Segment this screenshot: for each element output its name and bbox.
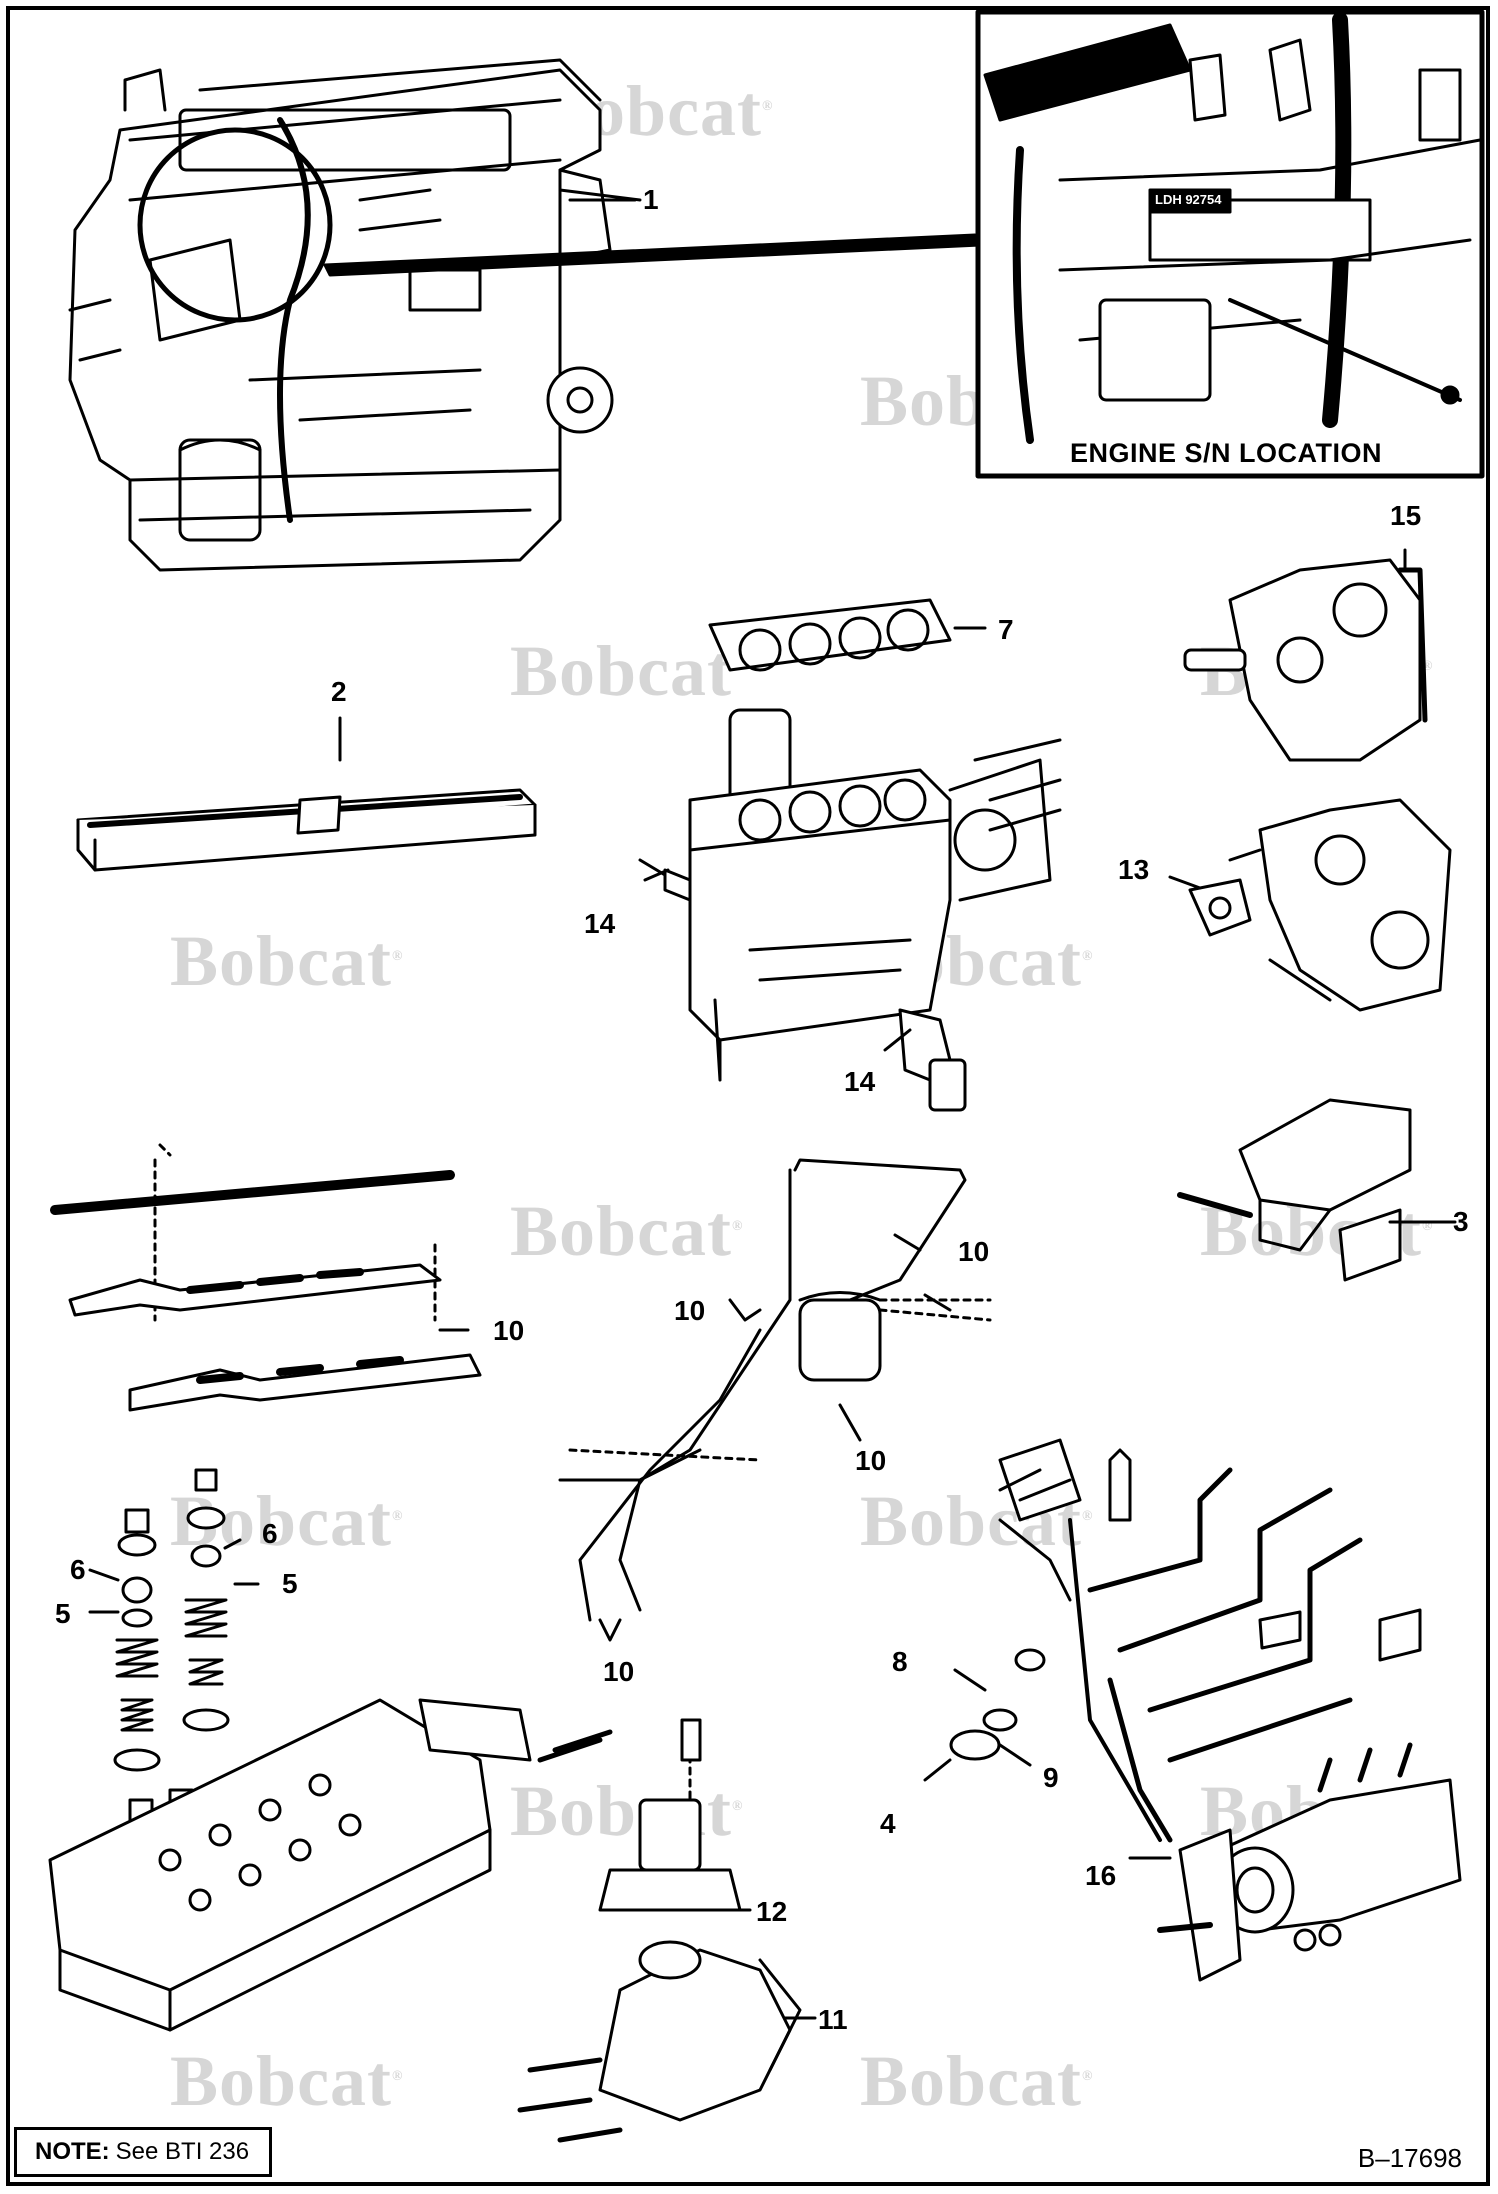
- watermark: Bobcat®: [510, 1191, 744, 1271]
- rocker-shaft-assembly: [50, 1143, 482, 1412]
- engine-assembly-illustration: [68, 58, 982, 572]
- callout-7: 7: [998, 614, 1014, 645]
- watermark: Bobcat®: [170, 2041, 404, 2121]
- callout-10: 10: [493, 1315, 525, 1346]
- cylinder-head-illustration: [48, 1698, 613, 2032]
- callout-14: 14: [584, 908, 616, 939]
- item-3-manifold: [1177, 1098, 1412, 1282]
- figure-id: B–17698: [1357, 2143, 1462, 2173]
- engine-sn-inset: [975, 9, 1485, 479]
- callout-4: 4: [880, 1808, 896, 1839]
- item-2-plate: [76, 788, 537, 872]
- watermark: Bobcat®: [860, 2041, 1094, 2121]
- callout-3: 3: [1453, 1206, 1469, 1237]
- callout-6: 6: [262, 1518, 278, 1549]
- callout-8: 8: [892, 1646, 908, 1677]
- watermark: Bobcat®: [510, 631, 742, 711]
- leader-lines: [88, 198, 1457, 2020]
- page-border: [6, 6, 1490, 2186]
- fuel-lines-assembly: [558, 1158, 992, 1622]
- callout-6: 6: [70, 1554, 86, 1585]
- engine-sn-caption: ENGINE S/N LOCATION: [1070, 438, 1383, 468]
- callout-10: 10: [674, 1295, 706, 1326]
- cylinder-block-illustration: [638, 708, 1062, 1112]
- callout-9: 9: [1043, 1762, 1059, 1793]
- callout-12: 12: [756, 1896, 788, 1927]
- callout-16: 16: [1085, 1860, 1117, 1891]
- callout-11: 11: [818, 2004, 848, 2035]
- callout-14: 14: [844, 1066, 876, 1097]
- item-16-injection-pump: [1087, 1467, 1462, 1982]
- watermark: Bobcat®: [170, 921, 404, 1001]
- items-11-12-water-pump: [517, 1718, 802, 2143]
- callout-1: 1: [643, 184, 659, 215]
- callout-5: 5: [55, 1598, 71, 1629]
- callout-15: 15: [1390, 500, 1422, 531]
- item-13-gear-cover: [1188, 798, 1452, 1012]
- item-15-front-housing: [1183, 558, 1428, 762]
- callout-10: 10: [603, 1656, 635, 1687]
- callout-10: 10: [855, 1445, 887, 1476]
- items-4-8-9-injector: [949, 1438, 1162, 1842]
- callout-10: 10: [958, 1236, 990, 1267]
- note-prefix: NOTE:: [35, 2138, 110, 2165]
- callout-5: 5: [282, 1568, 298, 1599]
- callout-2: 2: [331, 676, 347, 707]
- item-7-head-gasket: [708, 598, 952, 672]
- note-text: See BTI 236: [115, 2138, 250, 2165]
- note-box: NOTE: See BTI 236: [14, 2127, 272, 2177]
- serial-number-plate-label: LDH 92754: [1155, 192, 1222, 207]
- callout-13: 13: [1118, 854, 1150, 885]
